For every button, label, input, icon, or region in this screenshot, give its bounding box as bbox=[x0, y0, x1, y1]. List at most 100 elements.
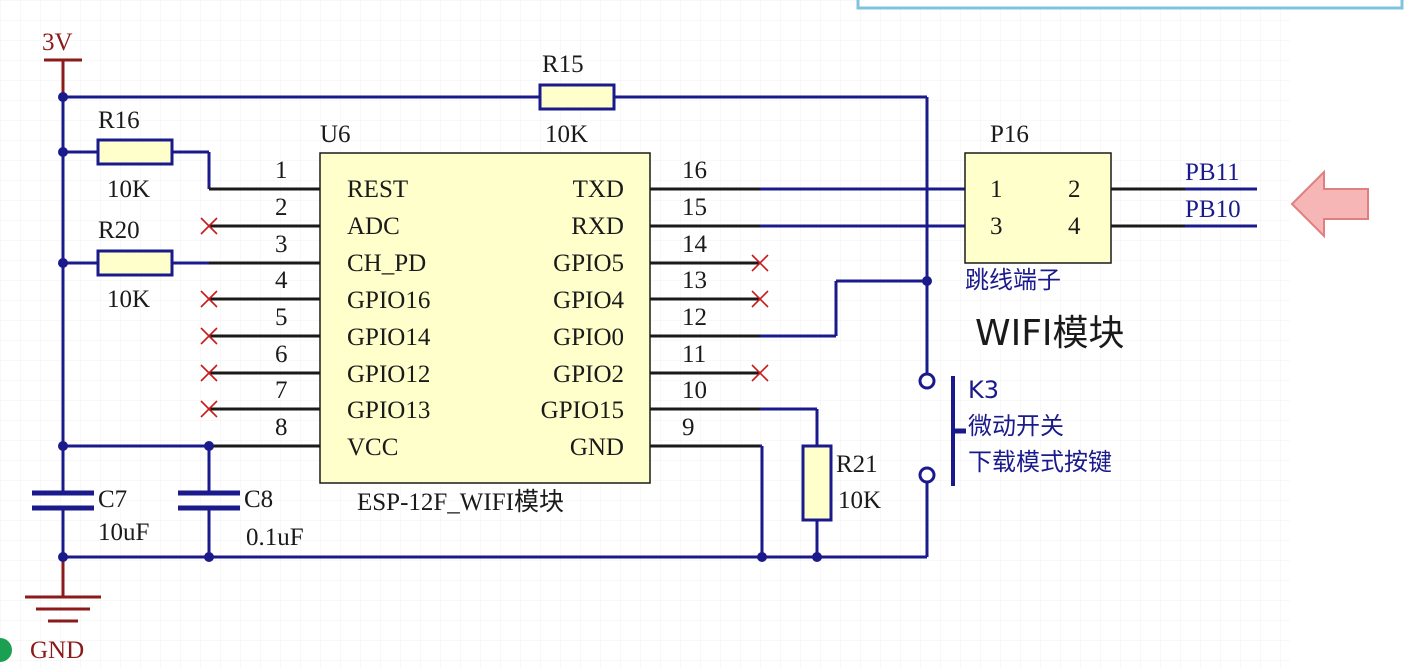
resistor-r21[interactable]: R21 10K bbox=[801, 444, 881, 557]
right-pin-name: GPIO2 bbox=[553, 361, 624, 388]
p16-designator: P16 bbox=[990, 121, 1029, 148]
right-pin-12: 12 GPIO0 bbox=[553, 304, 760, 351]
pointer-arrow-icon bbox=[1290, 169, 1369, 239]
no-connect-icon bbox=[200, 400, 218, 418]
left-pin-name: GPIO14 bbox=[347, 324, 431, 351]
right-pin-15: 15 RXD bbox=[571, 194, 760, 240]
resistor-r15[interactable]: R15 10K bbox=[538, 51, 616, 148]
c8-value: 0.1uF bbox=[246, 524, 304, 551]
uart-wires bbox=[760, 187, 965, 228]
left-pin-number: 7 bbox=[275, 377, 288, 404]
r15-designator: R15 bbox=[542, 51, 584, 78]
vcc-power-symbol: 3V bbox=[42, 29, 82, 95]
left-pin-2: 2 ADC bbox=[209, 194, 400, 240]
gnd-pin-net bbox=[760, 444, 764, 557]
left-pin-8: 8 VCC bbox=[209, 414, 398, 461]
net-label-pb11: PB11 bbox=[1185, 159, 1240, 186]
left-pin-4: 4 GPIO16 bbox=[209, 267, 430, 314]
k3-line1: 微动开关 bbox=[968, 412, 1064, 440]
right-pin-name: TXD bbox=[573, 176, 624, 203]
right-pin-11: 11 GPIO2 bbox=[553, 341, 760, 388]
left-pin-number: 1 bbox=[275, 157, 288, 184]
left-pin-name: ADC bbox=[347, 213, 400, 240]
left-pin-number: 3 bbox=[275, 231, 288, 258]
p16-caption: 跳线端子 bbox=[965, 266, 1061, 294]
left-pin-number: 4 bbox=[275, 267, 288, 294]
esp12f-module[interactable]: U6 ESP-12F_WIFI模块 1 REST 2 ADC 3 CH_PD 4… bbox=[209, 121, 760, 516]
no-connect-icon bbox=[200, 290, 218, 308]
k3-designator: K3 bbox=[968, 376, 999, 404]
right-pin-number: 16 bbox=[682, 157, 707, 184]
right-pin-10: 10 GPIO15 bbox=[541, 377, 760, 424]
switch-k3[interactable]: K3 微动开关 下载模式按键 bbox=[918, 372, 1112, 557]
r16-value: 10K bbox=[107, 176, 150, 203]
left-pin-name: VCC bbox=[347, 434, 398, 461]
junction-dots bbox=[58, 92, 932, 562]
right-pin-name: GPIO15 bbox=[541, 397, 624, 424]
right-pin-number: 13 bbox=[682, 267, 707, 294]
left-pin-name: REST bbox=[347, 176, 408, 203]
status-indicator bbox=[0, 638, 12, 662]
module-body bbox=[319, 152, 651, 484]
resistor-r16[interactable]: R16 10K bbox=[63, 107, 211, 203]
k3-line2: 下载模式按键 bbox=[968, 448, 1112, 476]
right-pin-name: GPIO4 bbox=[553, 287, 624, 314]
capacitor-c8[interactable]: C8 0.1uF bbox=[178, 446, 304, 557]
left-pin-number: 2 bbox=[275, 194, 288, 221]
left-pin-name: GPIO13 bbox=[347, 397, 430, 424]
right-pin-name: GND bbox=[570, 434, 624, 461]
left-pin-6: 6 GPIO12 bbox=[209, 341, 430, 388]
vcc-label: 3V bbox=[42, 29, 73, 56]
right-pin-number: 11 bbox=[682, 341, 706, 368]
p16-pin2: 2 bbox=[1068, 176, 1081, 203]
no-connect-icon bbox=[200, 364, 218, 382]
c7-designator: C7 bbox=[98, 486, 127, 513]
no-connect-icon bbox=[200, 217, 218, 235]
no-connect-icon bbox=[751, 290, 769, 308]
resistor-r20[interactable]: R20 10K bbox=[63, 217, 209, 313]
left-pin-7: 7 GPIO13 bbox=[209, 377, 430, 424]
p16-pin3: 3 bbox=[990, 213, 1003, 240]
r20-value: 10K bbox=[107, 286, 150, 313]
right-pin-number: 14 bbox=[682, 231, 708, 258]
right-pin-name: RXD bbox=[571, 213, 624, 240]
right-pin-14: 14 GPIO5 bbox=[553, 231, 760, 277]
left-pin-1: 1 REST bbox=[209, 157, 408, 203]
left-pin-5: 5 GPIO14 bbox=[209, 304, 431, 351]
no-connect-icon bbox=[200, 327, 218, 345]
left-pin-name: GPIO16 bbox=[347, 287, 430, 314]
gpio15-net bbox=[760, 407, 819, 446]
left-pin-number: 6 bbox=[275, 341, 288, 368]
right-pin-number: 9 bbox=[682, 414, 695, 441]
module-name: ESP-12F_WIFI模块 bbox=[357, 488, 564, 516]
net-label-pb10: PB10 bbox=[1185, 196, 1241, 223]
no-connect-icon bbox=[751, 254, 769, 272]
r15-net bbox=[63, 95, 929, 374]
right-pin-16: 16 TXD bbox=[573, 157, 760, 203]
r16-designator: R16 bbox=[98, 107, 140, 134]
right-pin-name: GPIO5 bbox=[553, 250, 624, 277]
right-pin-number: 12 bbox=[682, 304, 707, 331]
right-pin-13: 13 GPIO4 bbox=[553, 267, 760, 314]
r21-value: 10K bbox=[838, 487, 881, 514]
no-connect-markers bbox=[200, 217, 769, 418]
r20-designator: R20 bbox=[98, 217, 140, 244]
top-info-box bbox=[856, 0, 1404, 10]
gpio0-net bbox=[760, 279, 927, 338]
left-pin-name: CH_PD bbox=[347, 250, 426, 277]
gnd-power-symbol: GND bbox=[25, 557, 101, 664]
left-pin-number: 5 bbox=[275, 304, 288, 331]
header-p16[interactable]: P16 1 2 3 4 跳线端子 PB11 PB10 bbox=[964, 121, 1257, 294]
gnd-label: GND bbox=[30, 637, 84, 664]
left-pin-number: 8 bbox=[275, 414, 288, 441]
r15-value: 10K bbox=[545, 121, 588, 148]
right-pin-number: 10 bbox=[682, 377, 707, 404]
left-pin-name: GPIO12 bbox=[347, 361, 430, 388]
p16-pin1: 1 bbox=[990, 176, 1003, 203]
r21-designator: R21 bbox=[836, 451, 878, 478]
c8-designator: C8 bbox=[244, 486, 273, 513]
c7-value: 10uF bbox=[98, 519, 149, 546]
left-pin-3: 3 CH_PD bbox=[209, 231, 426, 277]
section-title: WIFI模块 bbox=[975, 313, 1125, 354]
